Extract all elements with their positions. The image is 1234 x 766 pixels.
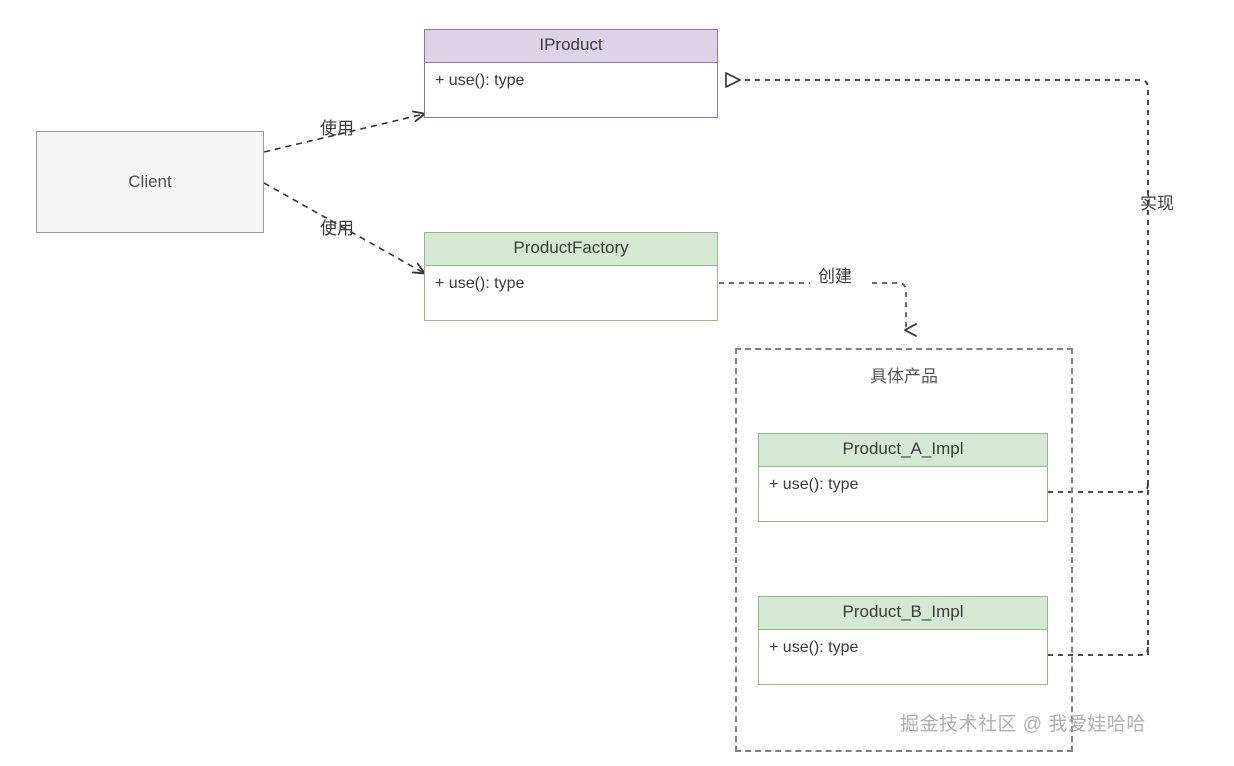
- edge-riser-to-iproduct: [725, 72, 1149, 655]
- node-product-factory-member-0: + use(): type: [435, 274, 525, 292]
- node-product-b-impl-member-0: + use(): type: [769, 638, 859, 656]
- node-product-factory[interactable]: ProductFactory + use(): type: [424, 232, 718, 321]
- node-iproduct-member-0: + use(): type: [435, 71, 525, 89]
- edge-label-client-to-factory: 使用: [320, 219, 354, 238]
- node-product-a-impl-member-0: + use(): type: [769, 475, 859, 493]
- edge-label-factory-to-products: 创建: [818, 267, 852, 286]
- node-product-a-impl[interactable]: Product_A_Impl + use(): type: [758, 433, 1048, 522]
- node-product-b-impl-title: Product_B_Impl: [759, 597, 1047, 630]
- edge-label-client-to-iproduct: 使用: [320, 119, 354, 138]
- node-product-b-impl[interactable]: Product_B_Impl + use(): type: [758, 596, 1048, 685]
- watermark: 掘金技术社区 @ 我爱娃哈哈: [900, 714, 1146, 735]
- edge-client-to-factory: [263, 182, 426, 275]
- node-iproduct-title: IProduct: [425, 30, 717, 63]
- node-client-label: Client: [128, 172, 172, 191]
- node-product-factory-title: ProductFactory: [425, 233, 717, 266]
- concrete-products-group[interactable]: [735, 348, 1073, 752]
- concrete-products-group-title: 具体产品: [870, 367, 938, 386]
- node-client[interactable]: Client: [36, 131, 264, 233]
- node-iproduct[interactable]: IProduct + use(): type: [424, 29, 718, 118]
- edge-client-to-iproduct: [263, 110, 426, 153]
- edge-product-a-realization: [1048, 483, 1149, 493]
- edge-label-impl-to-iproduct: 实现: [1140, 194, 1174, 213]
- edge-factory-to-products-tail: [872, 282, 917, 337]
- edge-product-b-realization: [1048, 646, 1149, 656]
- node-product-a-impl-title: Product_A_Impl: [759, 434, 1047, 467]
